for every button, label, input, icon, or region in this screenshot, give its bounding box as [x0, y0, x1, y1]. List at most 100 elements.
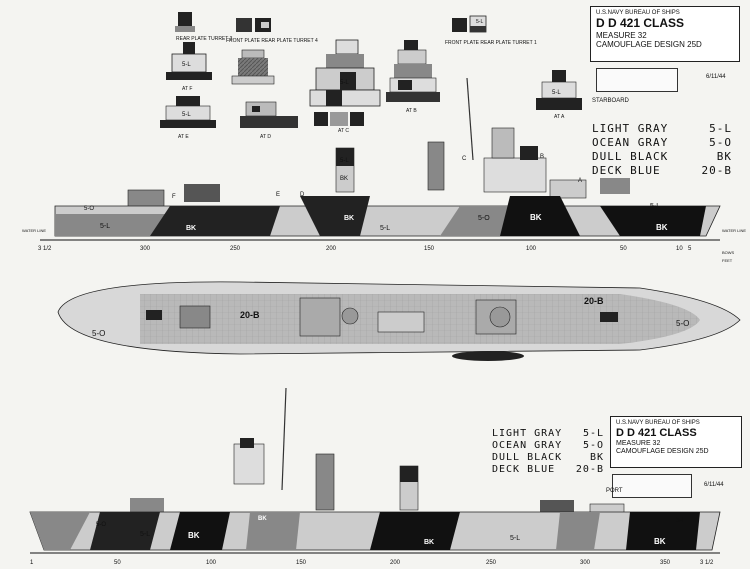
profile-patch-5o2: 5-O	[84, 206, 94, 212]
scale-bottom-0: 1	[30, 560, 34, 566]
port-patch-5o: 5-O	[96, 522, 106, 528]
svg-text:5-L: 5-L	[340, 158, 349, 164]
profile-patch-bk4: BK	[344, 215, 354, 222]
profile-patch-5o: 5-O	[478, 215, 490, 222]
scale-top-5: 100	[526, 246, 537, 252]
title-block-starboard: U.S.NAVY BUREAU OF SHIPS D D 421 CLASS M…	[590, 6, 740, 62]
title-class: D D 421 CLASS	[596, 15, 685, 30]
svg-text:5-L: 5-L	[182, 62, 191, 68]
at-d-label: AT D	[260, 134, 271, 140]
scale-bottom-7: 350	[660, 560, 671, 566]
legend-name: DECK BLUE	[592, 164, 661, 177]
legend-name: DULL BLACK	[492, 452, 563, 463]
svg-text:BK: BK	[340, 176, 348, 182]
at-f-label: AT F	[182, 86, 192, 92]
svg-text:5-L: 5-L	[340, 80, 349, 86]
scale-top-waterline: WATER LINE	[722, 228, 746, 233]
svg-text:5-L: 5-L	[552, 90, 561, 96]
scale-bottom-3: 150	[296, 560, 307, 566]
legend-row: DECK BLUE 20-B	[592, 164, 732, 178]
legend-code: 20-B	[701, 164, 732, 177]
at-b-label: AT B	[406, 108, 417, 114]
station-c: C	[462, 156, 467, 162]
at-e-label: AT E	[178, 134, 189, 140]
profile-patch-bk1: BK	[186, 225, 196, 232]
legend-row: LIGHT GRAY 5-L	[592, 122, 732, 136]
section-at-b: AT B	[386, 40, 440, 114]
title-measure: MEASURE 32	[596, 30, 647, 40]
deck-plan: 5-O 20-B 20-B 5-O	[57, 281, 741, 361]
title-block-port: U.S.NAVY BUREAU OF SHIPS D D 421 CLASS M…	[610, 416, 742, 468]
legend-name: LIGHT GRAY	[492, 428, 563, 439]
deck-label-5o-bow: 5-O	[676, 319, 689, 328]
scale-bottom-5: 250	[486, 560, 497, 566]
section-at-e: 5-L AT E	[160, 96, 216, 140]
section-turret4	[231, 49, 275, 85]
legend-code: 5-L	[582, 428, 604, 439]
legend-row: OCEAN GRAY 5-O	[592, 136, 732, 150]
date-top: 6/11/44	[706, 74, 726, 80]
port-patch-5l2: 5-L	[510, 535, 520, 542]
section-at-c: 5-L AT C	[309, 39, 381, 134]
station-e: E	[276, 192, 280, 198]
detail-views: REAR PLATE TURRET 3 FRONT PLATE REAR PLA…	[160, 12, 582, 140]
legend-name: LIGHT GRAY	[592, 122, 669, 135]
legend-code: BK	[716, 150, 732, 163]
at-a-label: AT A	[554, 114, 565, 120]
svg-text:5-L: 5-L	[476, 19, 483, 25]
legend-code: BK	[589, 452, 604, 463]
legend-code: 5-O	[709, 136, 732, 149]
profile-patch-bk3: BK	[656, 223, 668, 232]
section-at-d: AT D	[240, 101, 298, 140]
legend-name: OCEAN GRAY	[592, 136, 669, 149]
scale-bottom-2: 100	[206, 560, 217, 566]
port-patch-bk4: BK	[258, 516, 267, 522]
section-at-a: 5-L AT A	[536, 70, 582, 120]
scale-top-bows: BOWS	[722, 250, 735, 255]
profile-patch-5l: 5-L	[100, 223, 110, 230]
scale-bottom-4: 200	[390, 560, 401, 566]
station-a: A	[578, 178, 582, 184]
station-d: D	[300, 192, 305, 198]
profile-patch-5l2: 5-L	[380, 225, 390, 232]
legend-name: OCEAN GRAY	[492, 440, 563, 451]
scale-top-6: 50	[620, 246, 627, 252]
profile-patch-bk2: BK	[530, 213, 542, 222]
title-measure: MEASURE 32	[616, 439, 661, 447]
turret4-plates: FRONT PLATE REAR PLATE TURRET 4	[226, 18, 318, 44]
at-c-label: AT C	[338, 128, 349, 134]
signature-top	[596, 68, 678, 92]
legend-row: LIGHT GRAY 5-L	[492, 428, 604, 440]
scale-bottom-1: 50	[114, 560, 121, 566]
scale-top-4: 150	[424, 246, 435, 252]
side-label-port: PORT	[606, 488, 623, 494]
scale-top-8: 5	[688, 246, 692, 252]
station-b: B	[540, 154, 544, 160]
date-bottom: 6/11/44	[704, 482, 724, 488]
side-label-starboard: STARBOARD	[592, 98, 629, 104]
deck-label-5o-stern: 5-O	[92, 329, 105, 338]
scale-top-feet: FEET	[722, 258, 733, 263]
port-patch-bk1: BK	[188, 531, 200, 540]
title-class: D D 421 CLASS	[616, 426, 697, 439]
scale-top-1: 300	[140, 246, 151, 252]
turret1-label: FRONT PLATE REAR PLATE TURRET 1	[445, 40, 537, 46]
port-patch-bk3: BK	[654, 537, 666, 546]
legend-code: 5-L	[709, 122, 732, 135]
station-f: F	[172, 194, 176, 200]
turret4-label: FRONT PLATE REAR PLATE TURRET 4	[226, 38, 318, 44]
scale-top-2: 250	[230, 246, 241, 252]
legend-name: DECK BLUE	[492, 464, 556, 475]
profile-patch-5l3: 5-L	[650, 203, 660, 210]
scale-top-7: 10	[676, 246, 683, 252]
waterline-left: WATER LINE	[22, 228, 46, 233]
scale-bottom-6: 300	[580, 560, 591, 566]
title-org: U.S.NAVY BUREAU OF SHIPS	[616, 420, 700, 426]
section-at-f: 5-L AT F	[166, 42, 212, 92]
